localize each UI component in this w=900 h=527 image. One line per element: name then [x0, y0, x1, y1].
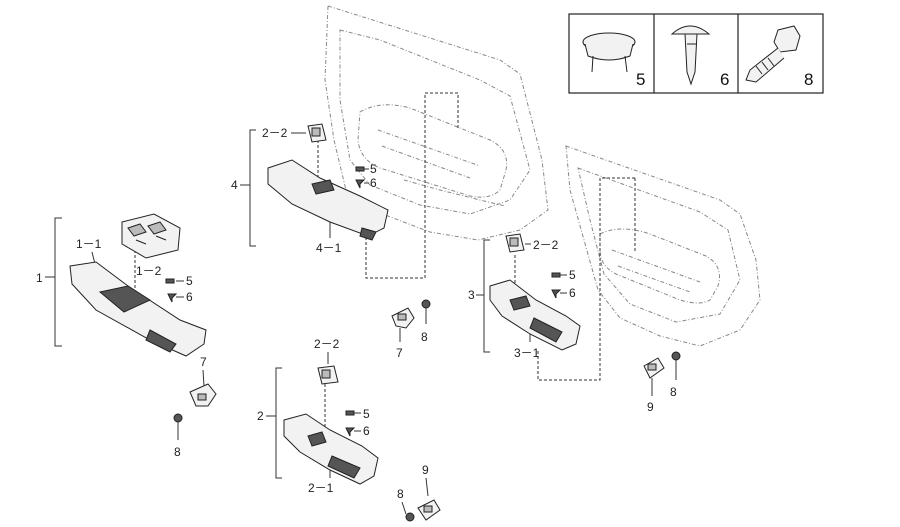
callout-2-5: 5 [363, 407, 370, 421]
callout-2-6: 6 [363, 424, 370, 438]
connector-part-7 [189, 383, 217, 407]
master-switch-bezel [69, 261, 207, 357]
callout-4-8: 8 [421, 330, 428, 344]
connector-part-7 [391, 307, 415, 329]
callout-2-1: 2－1 [308, 481, 334, 495]
callout-3-6: 6 [569, 286, 576, 300]
callout-1: 1 [36, 271, 43, 285]
bolt-part-8 [421, 299, 431, 309]
legend-number-rivet: 6 [720, 70, 729, 89]
grommet-part-9 [417, 499, 441, 521]
callout-4-7: 7 [396, 346, 403, 360]
callout-3-2-2: 2－2 [533, 238, 559, 252]
callout-1-7: 7 [200, 355, 207, 369]
callout-2-2-2: 2－2 [314, 337, 340, 351]
callout-4-1: 4－1 [316, 241, 342, 255]
switch-part-2-2 [307, 123, 327, 143]
callout-4-2-2: 2－2 [262, 126, 288, 140]
group-2-window-switch: 2 2－2 5 6 2－1 8 9 [257, 337, 441, 522]
callout-4-6: 6 [370, 176, 377, 190]
rivet-part-6 [345, 427, 356, 437]
legend-number-clip: 5 [636, 70, 645, 89]
window-switch-bezel-2 [283, 413, 379, 485]
rivet-part-6 [355, 179, 366, 189]
grommet-part-9 [643, 357, 665, 379]
switch-part-2-2 [505, 233, 525, 253]
callout-2: 2 [257, 409, 264, 423]
callout-4: 4 [231, 178, 238, 192]
clip-part-5 [355, 166, 365, 172]
window-switch-bezel-4 [267, 159, 389, 241]
callout-3-8: 8 [670, 385, 677, 399]
switch-part-2-2 [317, 365, 339, 385]
callout-3: 3 [468, 288, 475, 302]
callout-1-6: 6 [186, 290, 193, 304]
legend-number-bolt: 8 [804, 70, 813, 89]
clip-icon [582, 32, 636, 73]
rivet-part-6 [167, 293, 178, 303]
callout-1-8: 8 [174, 445, 181, 459]
master-switch-module [121, 213, 181, 259]
callout-3-1: 3－1 [514, 346, 540, 360]
bolt-icon [745, 25, 801, 83]
callout-2-8: 8 [397, 487, 404, 501]
bolt-part-8 [405, 512, 415, 522]
bolt-part-8 [173, 413, 183, 423]
group-4-window-switch: 4 2－2 5 6 4－1 7 8 [231, 123, 431, 360]
callout-1-5: 5 [186, 274, 193, 288]
window-switch-bezel-3 [489, 279, 581, 351]
callout-1-1: 1－1 [76, 237, 102, 251]
bolt-part-8 [671, 351, 681, 361]
callout-3-9: 9 [647, 400, 654, 414]
callout-4-5: 5 [370, 162, 377, 176]
clip-part-5 [551, 272, 561, 278]
group-1-master-switch: 1 1－1 1－2 5 6 7 8 [36, 213, 217, 459]
group-3-window-switch: 3 2－2 5 6 3－1 9 8 [468, 233, 681, 414]
push-rivet-icon [670, 25, 711, 86]
callout-3-5: 5 [569, 268, 576, 282]
clip-part-5 [345, 410, 355, 416]
callout-1-2: 1－2 [136, 264, 162, 278]
rivet-part-6 [551, 289, 562, 299]
fastener-legend: 5 6 8 [568, 13, 824, 94]
clip-part-5 [165, 278, 175, 284]
rear-door-outline [565, 145, 761, 347]
callout-2-9: 9 [422, 463, 429, 477]
front-door-outline [324, 5, 549, 241]
